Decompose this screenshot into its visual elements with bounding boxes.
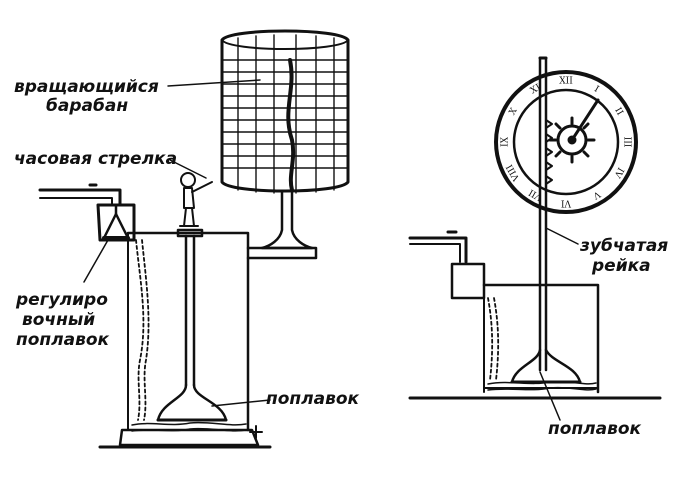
toothed-rack: [538, 56, 553, 372]
label-toothed-rack: зубчатая рейка: [580, 236, 668, 276]
label-rotating-drum: вращающийся барабан: [14, 78, 159, 116]
water-layer-left: [131, 421, 247, 432]
clock-numeral: X: [508, 106, 520, 117]
clock-gear: [548, 98, 600, 164]
float-left: [156, 228, 228, 422]
inlet-pipe-right: [408, 230, 468, 264]
tank-right: [408, 283, 662, 400]
label-float-right: поплавок: [548, 419, 642, 439]
clock-dial: [494, 70, 638, 214]
clock-numeral: II: [612, 106, 624, 118]
water-stream-right: [487, 297, 500, 381]
clock-numeral: XII: [559, 77, 573, 87]
rotating-drum: [220, 29, 350, 194]
float-right: [510, 348, 582, 384]
clock-numeral: IV: [611, 165, 625, 179]
label-rotating-drum-line1: вращающийся: [14, 77, 159, 97]
leader-lines: [83, 79, 579, 421]
inlet-pipe-left: [38, 183, 122, 207]
label-toothed-rack-line2: рейка: [592, 256, 651, 276]
regulating-float-chamber: [96, 203, 136, 242]
regulating-chamber-right: [450, 262, 486, 300]
clock-numeral: V: [591, 188, 603, 201]
pointer-figure: [179, 172, 213, 227]
label-regulating-float-line3: поплавок: [16, 330, 110, 350]
label-float-left: поплавок: [266, 389, 360, 409]
water-stream-left: [135, 239, 150, 421]
drum-pedestal: [246, 190, 318, 260]
label-regulating-float-line1: регулиро: [16, 290, 108, 310]
label-toothed-rack-line1: зубчатая: [580, 236, 669, 256]
label-regulating-float: регулиро вочный поплавок: [16, 290, 109, 350]
clock-numeral: VI: [561, 198, 572, 208]
label-rotating-drum-line2: барабан: [46, 96, 129, 116]
main-tank-left: [98, 231, 272, 449]
label-hour-hand: часовая стрелка: [14, 149, 178, 169]
clock-numeral: III: [622, 137, 632, 148]
clock-numeral: I: [592, 84, 600, 95]
label-regulating-float-line2: вочный: [22, 310, 96, 330]
clock-numeral: IX: [501, 136, 511, 147]
